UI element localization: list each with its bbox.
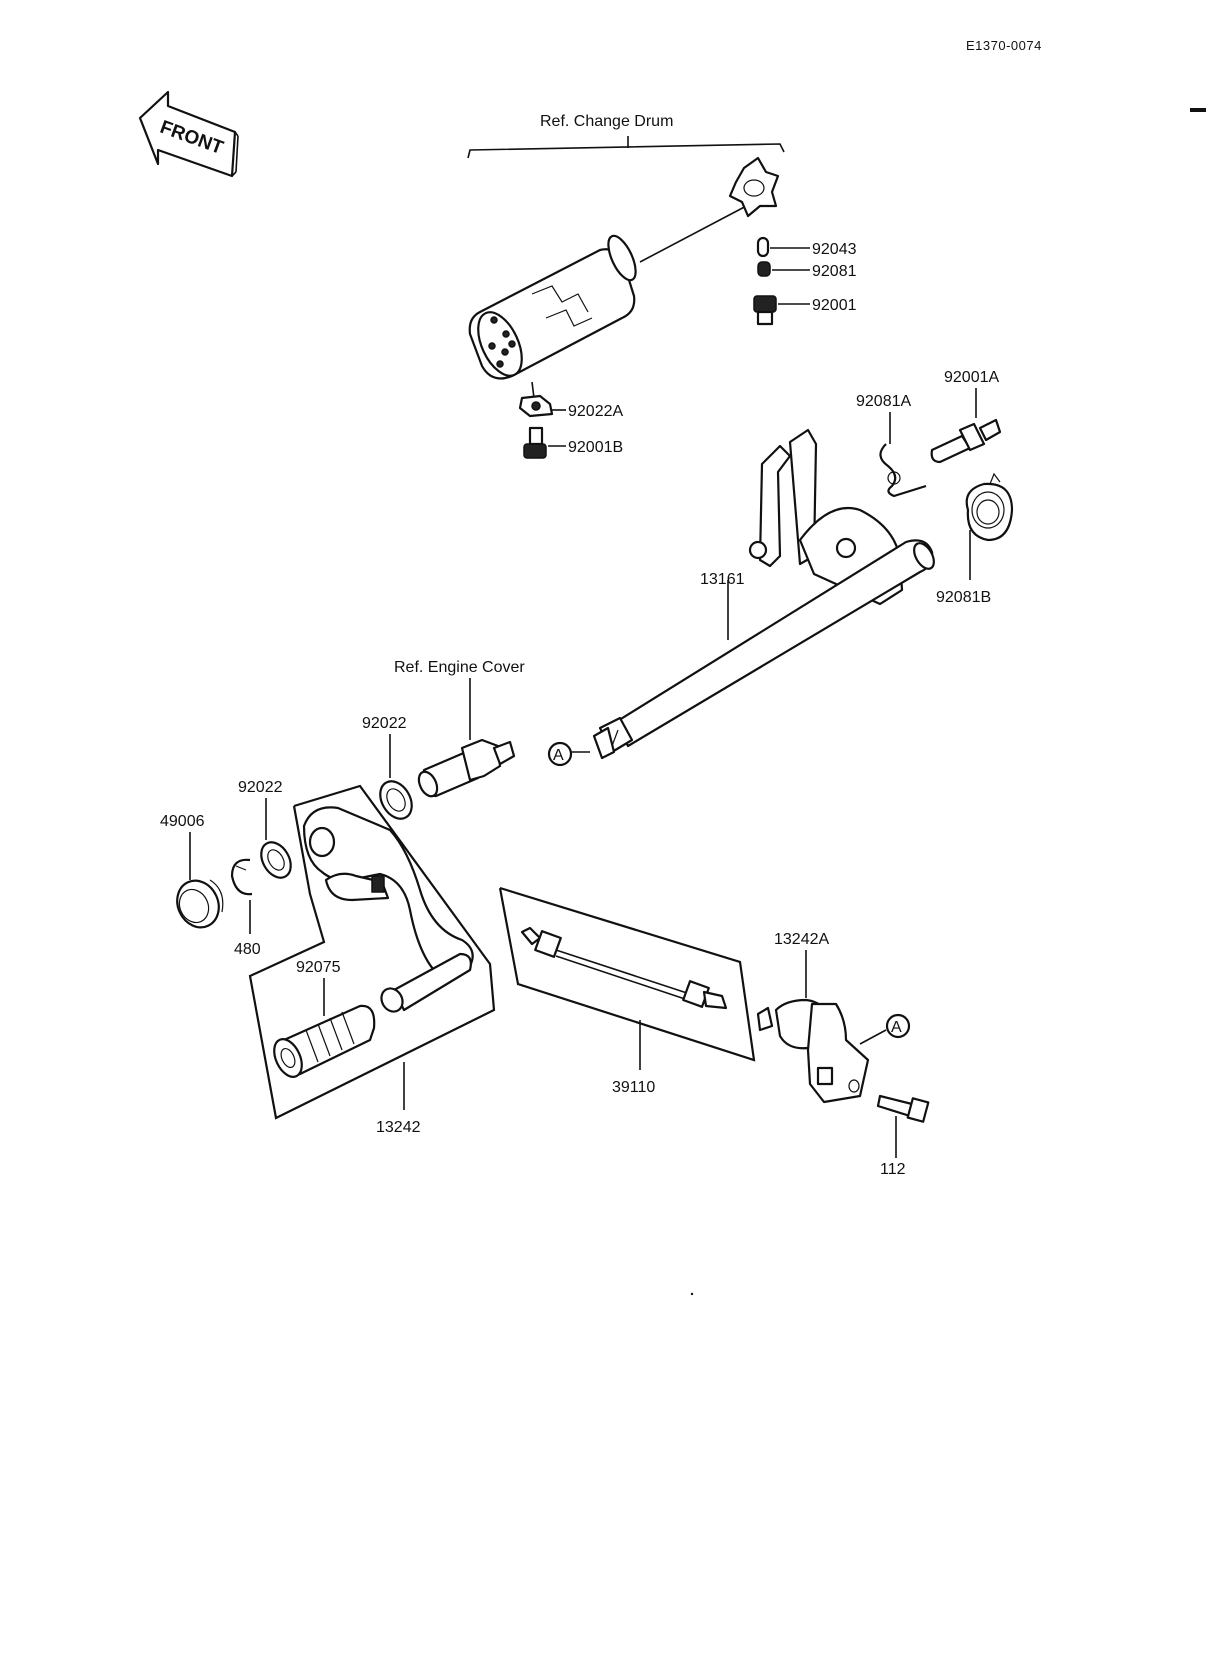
shift-pedal-assembly xyxy=(248,784,496,1120)
detent-pin-part xyxy=(756,236,810,258)
drum-bolt-part xyxy=(523,426,566,459)
svg-text:A: A xyxy=(553,747,564,764)
label-13161: 13161 xyxy=(700,571,745,588)
return-spring-a-part xyxy=(879,443,927,498)
shift-shaft-part xyxy=(560,428,935,760)
sheet-code: E1370-0074 xyxy=(966,38,1042,53)
engine-cover-reference: Ref. Engine Cover xyxy=(394,659,525,676)
detent-spring-part xyxy=(757,261,810,277)
pivot-bolt-part xyxy=(417,738,516,798)
label-92081: 92081 xyxy=(812,263,857,280)
edge-mark xyxy=(1190,108,1206,112)
pedal-rubber-part xyxy=(273,1004,376,1078)
label-92043: 92043 xyxy=(812,241,857,258)
label-92022-left: 92022 xyxy=(238,779,283,796)
label-480: 480 xyxy=(234,941,261,958)
stud-bolt-part xyxy=(930,418,1002,464)
svg-text:A: A xyxy=(891,1019,902,1036)
change-drum-part xyxy=(468,202,753,399)
label-92075: 92075 xyxy=(296,959,341,976)
shift-lever-part xyxy=(756,998,887,1104)
change-drum-reference: Ref. Change Drum xyxy=(467,113,785,159)
label-39110: 39110 xyxy=(612,1079,655,1096)
washer-left-part xyxy=(260,841,292,879)
label-92001B: 92001B xyxy=(568,439,623,456)
label-112: 112 xyxy=(880,1161,906,1178)
label-92022A: 92022A xyxy=(568,403,623,420)
return-spring-b-part xyxy=(965,472,1014,580)
washer-right-part xyxy=(379,780,413,820)
label-92081A: 92081A xyxy=(856,393,911,410)
stray-dot xyxy=(690,1292,694,1296)
svg-text:Ref. Change Drum: Ref. Change Drum xyxy=(540,113,673,130)
label-92001A: 92001A xyxy=(944,369,999,386)
label-13242A: 13242A xyxy=(774,931,829,948)
label-49006: 49006 xyxy=(160,813,205,830)
label-92081B: 92081B xyxy=(936,589,991,606)
pivot-cap-part xyxy=(176,879,224,929)
detent-bolt-part xyxy=(753,295,810,326)
front-arrow-icon: FRONT xyxy=(138,90,239,178)
drum-washer-part xyxy=(518,394,566,418)
callout-a-right: A xyxy=(885,1013,911,1039)
tie-rod-assembly xyxy=(498,886,756,1070)
label-13242: 13242 xyxy=(376,1119,421,1136)
circlip-part xyxy=(230,858,253,934)
label-92022-right: 92022 xyxy=(362,715,407,732)
drum-plate-part xyxy=(728,156,780,218)
label-92001: 92001 xyxy=(812,297,857,314)
lever-bolt-part xyxy=(876,1094,930,1158)
callout-a-left: A xyxy=(547,741,573,767)
